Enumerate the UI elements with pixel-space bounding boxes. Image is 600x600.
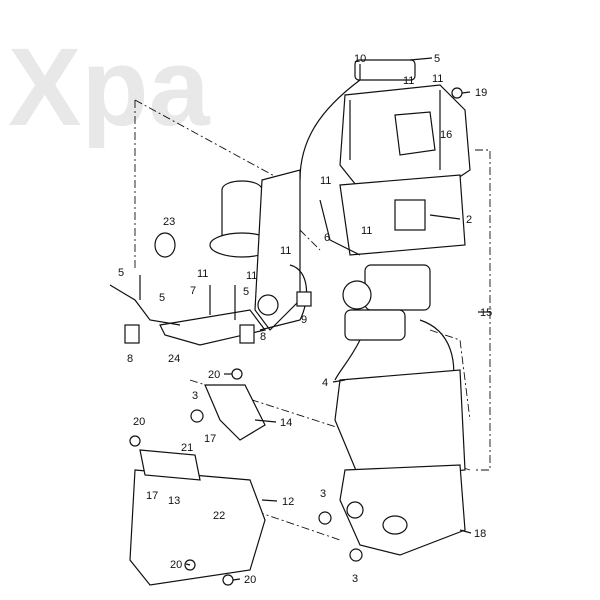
callout-14: 14 [280,417,292,429]
callout-17: 17 [146,490,158,502]
callout-10: 10 [354,53,366,65]
callout-19: 19 [475,87,487,99]
callout-3: 3 [192,390,198,402]
callout-5: 5 [243,286,249,298]
callout-5: 5 [118,267,124,279]
callout-11: 11 [246,270,257,282]
callout-23: 23 [163,216,175,228]
callout-6: 6 [324,232,330,244]
callout-13: 13 [168,495,180,507]
callout-21: 21 [181,442,193,454]
watermark: Xpa [8,26,211,149]
valve-block [319,174,466,256]
callout-11: 11 [197,268,208,280]
callout-20: 20 [244,574,256,586]
callout-11: 11 [361,225,372,237]
callout-8: 8 [127,353,133,365]
mounting-bracket [129,87,463,586]
housing-cover [299,59,471,191]
callout-24: 24 [168,353,180,365]
callout-17: 17 [204,433,216,445]
callout-12: 12 [282,496,294,508]
callouts: 10 5 11 11 19 16 11 2 6 11 23 11 5 11 11… [118,53,492,586]
callout-11: 11 [432,73,443,85]
callout-11: 11 [320,175,331,187]
callout-9: 9 [301,314,307,326]
hose-bracket [109,232,312,346]
callout-5: 5 [434,53,440,65]
callout-8: 8 [260,331,266,343]
callout-3: 3 [352,573,358,585]
callout-11: 11 [280,245,291,257]
callout-11: 11 [403,75,414,87]
callout-3: 3 [320,488,326,500]
callout-7: 7 [190,285,196,297]
leader-lines [185,57,490,581]
callout-4: 4 [322,377,328,389]
lower-housing [334,369,466,556]
callout-18: 18 [474,528,486,540]
callout-5: 5 [159,292,165,304]
callout-22: 22 [213,510,225,522]
callout-16: 16 [440,129,452,141]
callout-20: 20 [170,559,182,571]
callout-15: 15 [480,307,492,319]
callout-2: 2 [466,214,472,226]
callout-20: 20 [208,369,220,381]
callout-20: 20 [133,416,145,428]
compressor [334,264,455,401]
air-spring [209,169,301,331]
